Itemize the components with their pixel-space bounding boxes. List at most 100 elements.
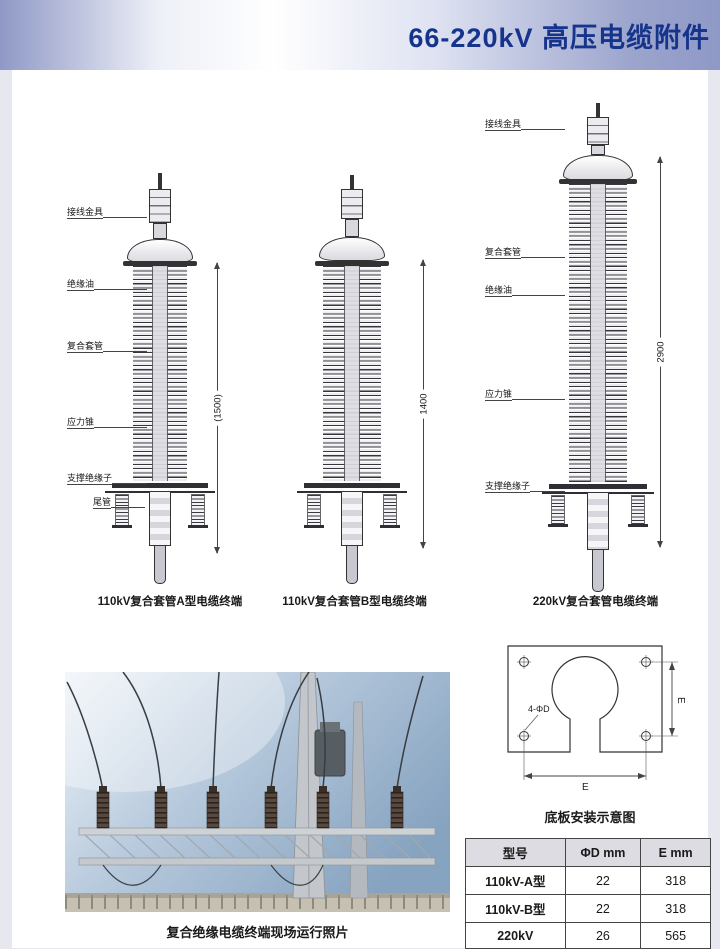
- terminal-stud-shape: [596, 103, 600, 117]
- bushing-core-shape: [344, 266, 360, 481]
- support-insulator-shape: [191, 494, 205, 526]
- leader-line: [512, 295, 565, 296]
- page-title: 66-220kV 高压电缆附件: [408, 22, 710, 53]
- cable-shape: [592, 550, 604, 592]
- figure-caption: 110kV复合套管B型电缆终端: [282, 596, 427, 608]
- figure-110kv-type-a: 接线金具 绝缘油 复合套管 应力锥 支撑绝缘子 尾管 (1500) 110kV复…: [65, 95, 275, 608]
- table-cell: 318: [640, 866, 711, 895]
- terminal-stud-shape: [158, 173, 162, 189]
- flange-shape: [112, 483, 208, 488]
- part-label-text: 应力锥: [67, 417, 95, 429]
- table-header-cell: 型号: [465, 838, 566, 867]
- tail-pipe-shape: [149, 491, 171, 546]
- baseplate-caption: 底板安装示意图: [544, 810, 636, 825]
- bushing-core-shape: [152, 266, 168, 481]
- figure-110kv-type-b: 1400 110kV复合套管B型电缆终端: [267, 95, 442, 608]
- figure-caption: 110kV复合套管A型电缆终端: [97, 596, 243, 608]
- dim-vertical-label: E: [675, 697, 686, 704]
- hole-count-label: 4-ΦD: [528, 704, 550, 714]
- table-row: 110kV-A型 22 318: [465, 866, 711, 895]
- corona-cap-shape: [319, 237, 385, 261]
- table-cell-model: 110kV-B型: [465, 894, 566, 923]
- table-cell: 318: [640, 894, 711, 923]
- flange-shape: [549, 484, 647, 489]
- table-header-cell: ΦD mm: [564, 838, 642, 867]
- terminal-fitting-shape: [587, 117, 609, 145]
- leader-line: [103, 217, 147, 218]
- support-foot-shape: [548, 524, 568, 527]
- part-label-terminal-fitting: 接线金具: [485, 119, 565, 131]
- part-label-support-insulator: 支撑绝缘子: [67, 473, 147, 485]
- baseplate-drawing: 4-ΦD E E: [507, 645, 686, 793]
- figure-220kv: 接线金具 复合套管 绝缘油 应力锥 支撑绝缘子 2900 220kV复合套管电缆…: [483, 95, 708, 608]
- support-insulator-shape: [307, 494, 321, 526]
- part-label-text: 复合套管: [485, 247, 522, 259]
- collar-shape: [345, 219, 359, 237]
- dimension-text: (1500): [212, 390, 223, 426]
- leader-line: [512, 399, 565, 400]
- leader-line: [521, 129, 565, 130]
- support-foot-shape: [304, 525, 324, 528]
- support-insulator-shape: [551, 495, 565, 525]
- cap-base-shape: [315, 261, 389, 266]
- terminal-fitting-shape: [341, 189, 363, 219]
- table-header-cell: E mm: [640, 838, 711, 867]
- collar-shape: [153, 223, 167, 239]
- cap-base-shape: [123, 261, 197, 266]
- support-foot-shape: [112, 525, 132, 528]
- corona-cap-shape: [127, 239, 193, 263]
- support-insulator-shape: [383, 494, 397, 526]
- flange-shape: [304, 483, 400, 488]
- table-cell-model: 110kV-A型: [465, 866, 566, 895]
- photo-caption: 复合绝缘电缆终端现场运行照片: [166, 925, 349, 940]
- dim-horizontal-label: E: [582, 782, 589, 793]
- cable-termination-silhouettes: [96, 786, 404, 829]
- part-label-text: 尾管: [93, 497, 112, 509]
- leader-line: [112, 483, 147, 484]
- part-label-tail-pipe: 尾管: [93, 497, 145, 509]
- field-photo: [65, 672, 450, 912]
- tail-pipe-shape: [587, 492, 609, 550]
- table-cell: 565: [640, 922, 711, 949]
- leader-line: [94, 427, 147, 428]
- part-label-support-insulator: 支撑绝缘子: [485, 481, 565, 493]
- part-label-text: 支撑绝缘子: [67, 473, 113, 485]
- part-label-text: 支撑绝缘子: [485, 481, 531, 493]
- dimension-line: 2900: [655, 156, 666, 548]
- table-row: 220kV 26 565: [465, 922, 711, 949]
- part-label-text: 复合套管: [67, 341, 104, 353]
- page-header-band: 66-220kV 高压电缆附件: [0, 0, 720, 70]
- support-insulator-shape: [631, 495, 645, 525]
- table-cell: 22: [564, 866, 642, 895]
- part-label-text: 接线金具: [67, 207, 104, 219]
- cable-shape: [154, 546, 166, 584]
- part-label-text: 绝缘油: [67, 279, 95, 291]
- part-label-text: 接线金具: [485, 119, 522, 131]
- table-cell: 26: [564, 922, 642, 949]
- part-label-stress-cone: 应力锥: [485, 389, 565, 401]
- support-foot-shape: [628, 524, 648, 527]
- baseplate-diagram: 4-ΦD E E 底板安装示意图: [490, 640, 690, 826]
- leader-line: [103, 351, 147, 352]
- spec-table: 型号 ΦD mm E mm 110kV-A型 22 318 110kV-B型 2…: [465, 838, 711, 949]
- collar-shape: [591, 145, 605, 155]
- table-cell-model: 220kV: [465, 922, 566, 949]
- dimension-text: 2900: [655, 337, 666, 367]
- table-header-row: 型号 ΦD mm E mm: [465, 838, 711, 867]
- tail-pipe-shape: [341, 491, 363, 546]
- leader-line: [111, 507, 145, 508]
- support-foot-shape: [380, 525, 400, 528]
- field-photo-illustration: [65, 672, 450, 912]
- support-foot-shape: [188, 525, 208, 528]
- cable-shape: [346, 546, 358, 584]
- leader-line: [94, 289, 147, 290]
- table-cell: 22: [564, 894, 642, 923]
- figure-caption: 220kV复合套管电缆终端: [532, 596, 659, 608]
- cap-base-shape: [559, 179, 637, 184]
- dimension-text: 1400: [418, 389, 429, 419]
- dimension-line: 1400: [418, 259, 429, 549]
- terminal-fitting-shape: [149, 189, 171, 223]
- dimension-line: (1500): [212, 262, 223, 554]
- bushing-core-shape: [590, 184, 606, 482]
- leader-line: [530, 491, 565, 492]
